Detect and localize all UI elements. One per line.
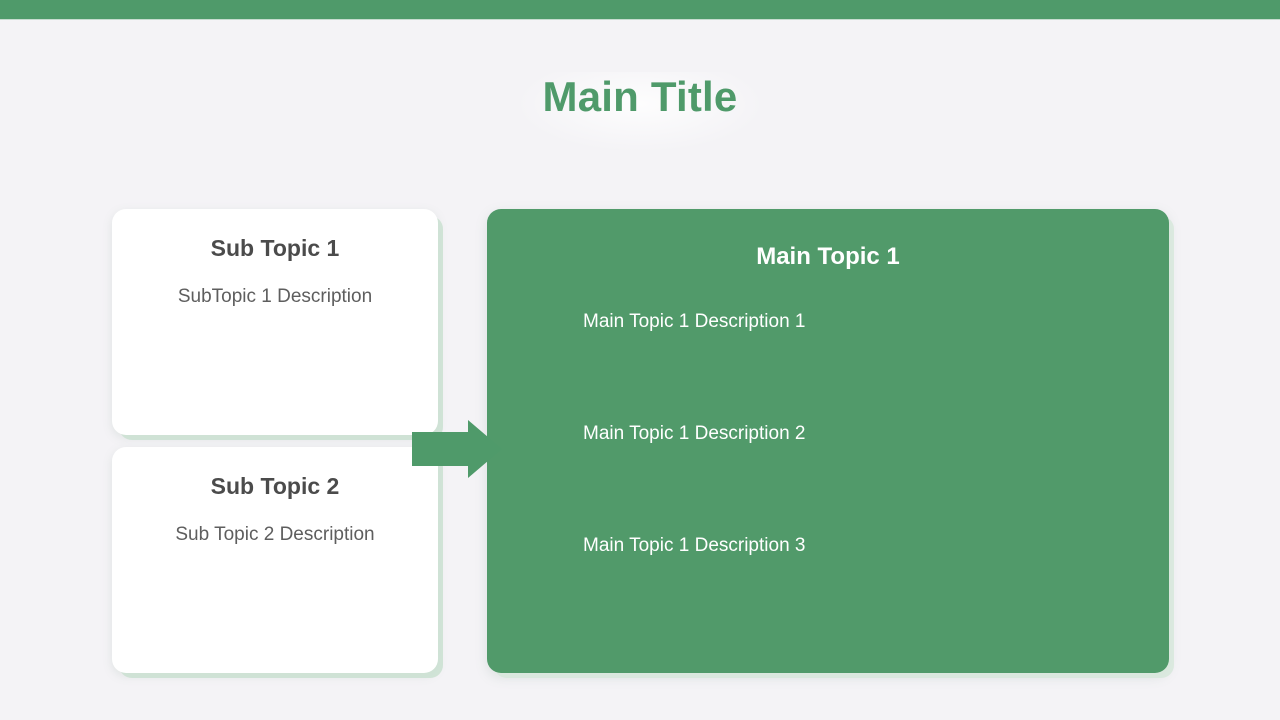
sub-topic-card-2[interactable]: Sub Topic 2 Sub Topic 2 Description (112, 447, 438, 673)
sub-topic-card-2-description: Sub Topic 2 Description (175, 523, 375, 545)
main-topic-description-item: Main Topic 1 Description 2 (583, 423, 806, 444)
sub-topic-card-1-description: SubTopic 1 Description (177, 285, 373, 307)
arrow-right-icon-shape (412, 420, 502, 478)
main-topic-panel-title: Main Topic 1 (756, 243, 900, 270)
top-accent-bar (0, 0, 1280, 19)
sub-topic-card-1-title: Sub Topic 1 (210, 235, 340, 261)
main-topic-description-item: Main Topic 1 Description 1 (583, 311, 806, 332)
main-topic-panel[interactable]: Main Topic 1 Main Topic 1 Description 1 … (487, 209, 1169, 673)
arrow-right-icon (412, 420, 502, 478)
page-title: Main Title (516, 72, 764, 152)
main-topic-description-item: Main Topic 1 Description 3 (583, 535, 806, 556)
main-topic-description-list: Main Topic 1 Description 1 Main Topic 1 … (583, 311, 1139, 647)
sub-topic-card-2-title: Sub Topic 2 (210, 473, 340, 499)
sub-topic-card-1[interactable]: Sub Topic 1 SubTopic 1 Description (112, 209, 438, 435)
page-title-container: Main Title (0, 72, 1280, 152)
